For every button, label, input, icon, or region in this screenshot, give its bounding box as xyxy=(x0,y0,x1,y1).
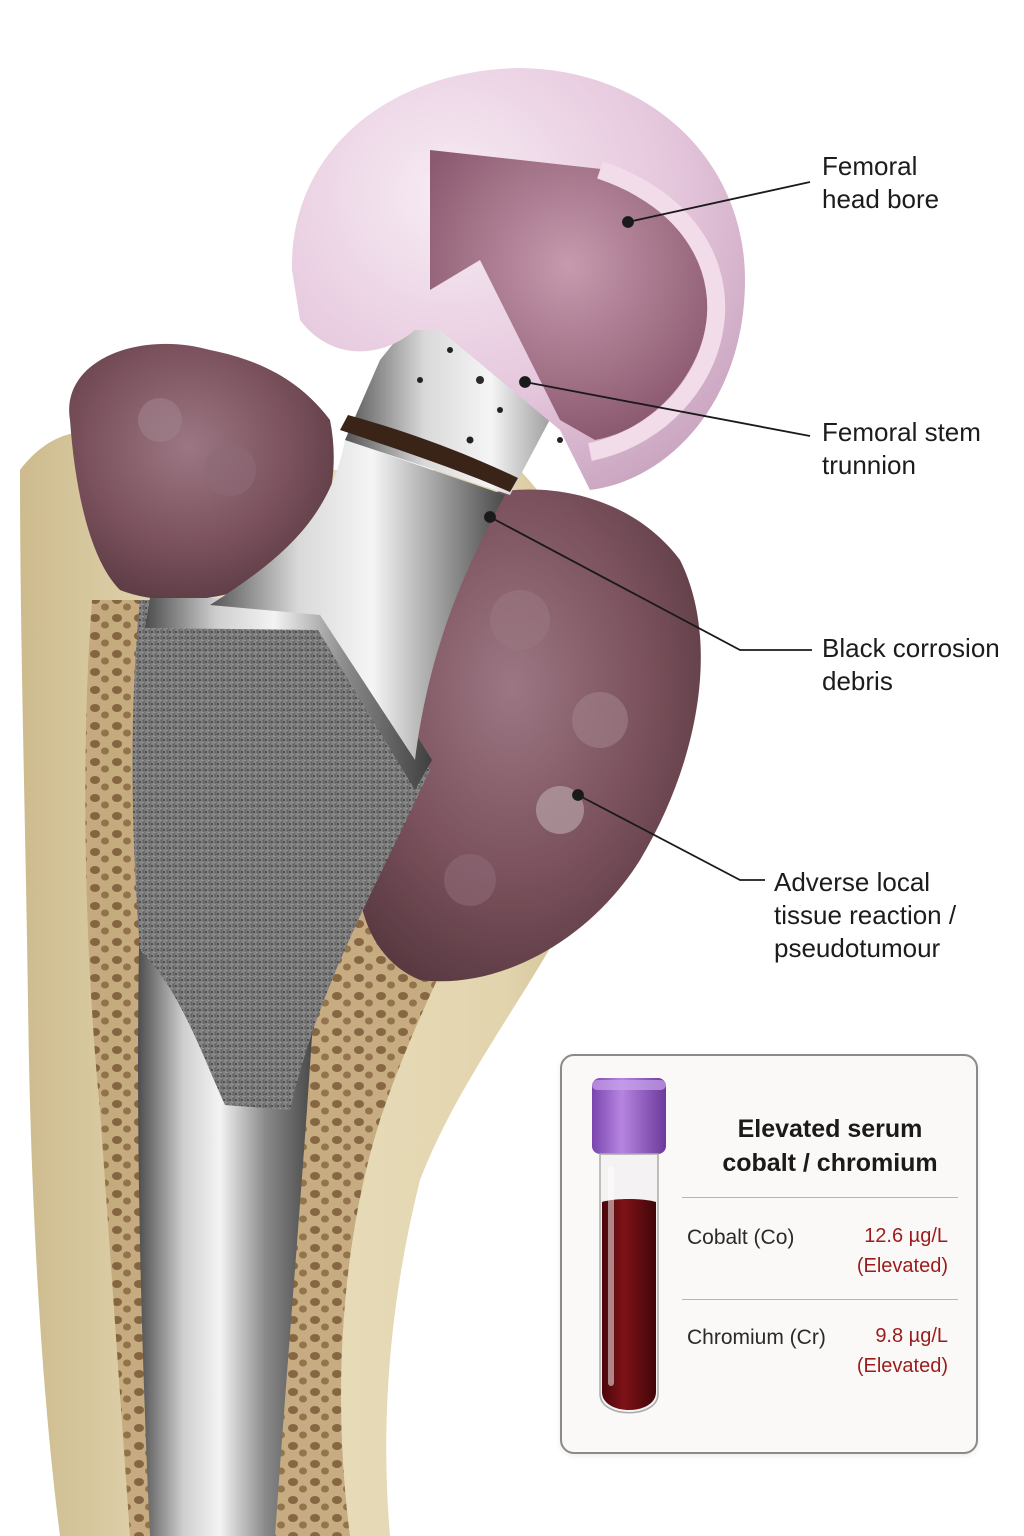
divider xyxy=(682,1299,958,1300)
chromium-label: Chromium (Cr) xyxy=(687,1326,826,1349)
head-bore-cutaway xyxy=(430,150,709,440)
femoral-head xyxy=(291,68,745,490)
divider xyxy=(682,1197,958,1198)
stem-neck xyxy=(210,440,505,760)
porous-coating xyxy=(132,600,430,1110)
cobalt-label: Cobalt (Co) xyxy=(687,1226,795,1249)
leader-lines xyxy=(484,181,812,881)
cobalt-value: 12.6 µg/L(Elevated) xyxy=(856,1225,948,1277)
chromium-value: 9.8 µg/L(Elevated) xyxy=(856,1325,948,1377)
blood-sample-tube-icon xyxy=(592,1078,666,1414)
